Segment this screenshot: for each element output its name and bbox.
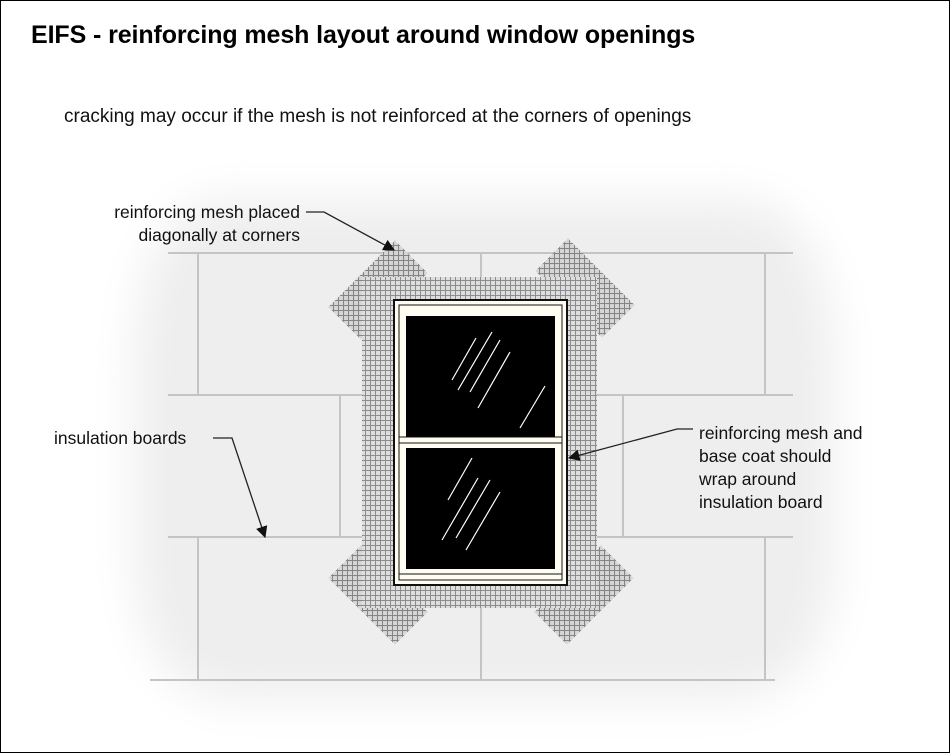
callout-diagonal-mesh: reinforcing mesh placed diagonally at co… (114, 201, 300, 247)
callout-wrap-mesh: reinforcing mesh and base coat should wr… (699, 422, 862, 514)
leader-insulation-boards (213, 437, 268, 539)
leader-diagonal-mesh (306, 211, 396, 251)
callout-wrap-mesh-line-2: base coat should (699, 446, 832, 466)
callout-diagonal-mesh-line-1: reinforcing mesh placed (114, 202, 300, 222)
callout-wrap-mesh-line-1: reinforcing mesh and (699, 423, 863, 443)
window-meeting-rail (398, 436, 563, 444)
leader-wrap-mesh (567, 428, 693, 461)
leader-lines (213, 211, 693, 539)
window-lower-glass (406, 448, 555, 569)
callout-wrap-mesh-line-4: insulation board (699, 492, 823, 512)
window-upper-glass (406, 316, 555, 438)
glass-reflections (441, 331, 546, 551)
callout-diagonal-mesh-line-2: diagonally at corners (138, 225, 300, 245)
diagram-title: EIFS - reinforcing mesh layout around wi… (31, 21, 696, 49)
window (393, 299, 568, 586)
diagram-subtitle: cracking may occur if the mesh is not re… (64, 106, 692, 127)
callout-insulation-boards: insulation boards (54, 428, 187, 448)
callout-wrap-mesh-line-3: wrap around (699, 469, 797, 489)
